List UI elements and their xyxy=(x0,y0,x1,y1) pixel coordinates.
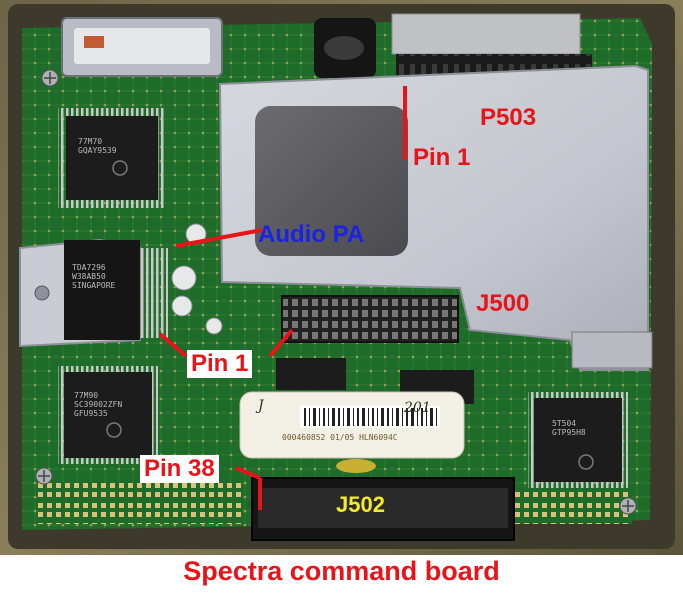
pointer-pin1-j500-left xyxy=(158,332,188,358)
capacitor-4 xyxy=(205,317,223,335)
bottom-right-header xyxy=(514,490,632,524)
pointer-pin38 xyxy=(235,466,261,480)
chip-u4 xyxy=(534,398,622,482)
top-component-hole xyxy=(324,36,364,60)
label-j502: J502 xyxy=(336,492,385,517)
top-connector-tab xyxy=(84,36,104,48)
capacitor-3 xyxy=(171,295,193,317)
j502-slot xyxy=(258,488,508,528)
label-audio-pa: Audio PA xyxy=(258,221,365,248)
label-j500: J500 xyxy=(476,290,530,317)
motorola-logo-icon-2 xyxy=(106,422,122,438)
label-p503: P503 xyxy=(480,104,537,131)
motorola-logo-icon xyxy=(112,160,128,176)
label-pin38: Pin 38 xyxy=(140,455,219,483)
barcode-bars xyxy=(304,408,437,426)
chip-u2-leads xyxy=(140,248,168,338)
yellow-capacitor xyxy=(336,459,376,473)
sticker-mark: J xyxy=(258,398,264,414)
label-pin1-bottom: Pin 1 xyxy=(187,350,253,378)
chip-u1 xyxy=(66,116,158,200)
label-pin1-top: Pin 1 xyxy=(413,144,471,171)
chip-u2-marking: TDA7296 W38AB50 SINGAPORE xyxy=(72,263,116,290)
thermal-pad xyxy=(255,106,408,256)
bottom-left-header xyxy=(38,482,242,524)
capacitor-2 xyxy=(171,265,197,291)
chip-u3-marking: 77M90 SC39002ZFN GFU9535 xyxy=(74,391,123,418)
motorola-logo-icon-3 xyxy=(578,454,594,470)
p503-header-housing xyxy=(391,13,581,55)
pointer-pin1-j500-right xyxy=(268,328,294,358)
annotation-pointer-lines xyxy=(158,86,407,510)
sticker-barcode-text: 000460852 01/05 HLN6094C xyxy=(282,433,398,442)
heatsink-screw-icon xyxy=(34,285,50,301)
chip-u2 xyxy=(64,240,140,340)
chip-u4-marking: 5T504 GTP95H8 xyxy=(552,419,586,437)
top-connector-slot xyxy=(74,28,210,64)
sticker-handwritten: 201 xyxy=(404,400,431,416)
right-side-connector xyxy=(571,331,653,369)
board-screws xyxy=(35,69,637,515)
j500-connector xyxy=(281,295,459,343)
chip-u3 xyxy=(64,372,152,458)
chip-middle-1 xyxy=(276,358,346,390)
pointer-audio-pa xyxy=(175,228,263,248)
chip-u1-marking: 77M70 GQAY9539 xyxy=(78,137,117,155)
figure-caption: Spectra command board xyxy=(183,556,500,586)
